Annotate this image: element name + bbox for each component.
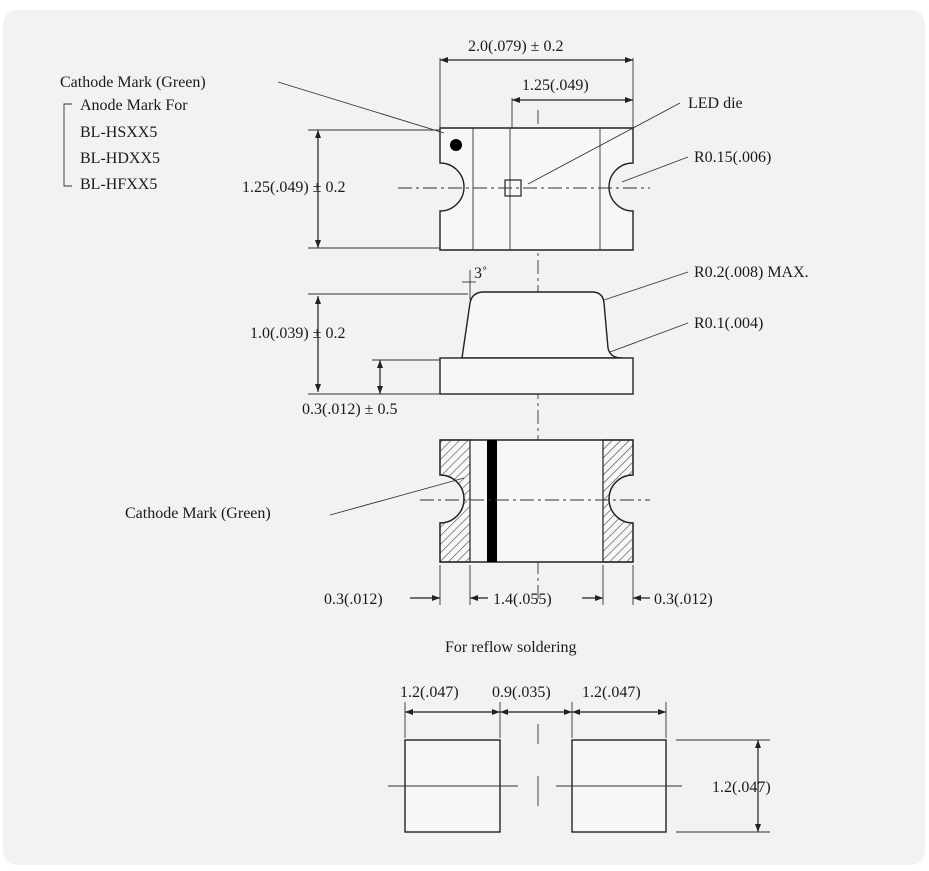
bottom-right-pad-dim: 0.3(.012) (654, 591, 713, 608)
reflow-gap: 0.9(.035) (492, 684, 551, 701)
side-base (439, 357, 634, 395)
anode-model-1: BL-HSXX5 (80, 124, 157, 141)
cathode-dot (450, 139, 462, 151)
cathode-mark-label-bottom: Cathode Mark (Green) (125, 505, 271, 522)
side-view: 3˚ 1.0(.039) ± 0.2 0.3(.012) ± 0.5 R0.2(… (250, 264, 809, 418)
reflow-title: For reflow soldering (445, 639, 577, 656)
side-base-dim: 0.3(.012) ± 0.5 (302, 401, 397, 418)
cathode-bar (487, 440, 497, 562)
reflow-footprint: For reflow soldering 1.2(.047) 0.9(.035)… (388, 639, 771, 833)
top-inner-width-dim: 1.25(.049) (522, 77, 589, 94)
top-height-dim: 1.25(.049) ± 0.2 (242, 179, 345, 196)
top-view: 2.0(.079) ± 0.2 1.25(.049) 1.25(.049) ± … (60, 38, 771, 251)
bottom-left-pad-dim: 0.3(.012) (324, 591, 383, 608)
bottom-center-dim: 1.4(.055) (493, 591, 552, 608)
led-die-square (504, 179, 522, 197)
side-height-dim: 1.0(.039) ± 0.2 (250, 325, 345, 342)
radius-015-label: R0.15(.006) (694, 149, 771, 166)
cathode-mark-label-top: Cathode Mark (Green) (60, 74, 206, 91)
bottom-left-pad (439, 439, 471, 563)
top-width-dim: 2.0(.079) ± 0.2 (468, 38, 563, 55)
reflow-pad-width-1: 1.2(.047) (400, 684, 459, 701)
reflow-pad-width-2: 1.2(.047) (582, 684, 641, 701)
anode-mark-title: Anode Mark For (80, 97, 188, 114)
radius-max-label: R0.2(.008) MAX. (694, 264, 809, 281)
radius-small-label: R0.1(.004) (694, 315, 763, 332)
anode-model-2: BL-HDXX5 (80, 150, 160, 167)
side-dome (461, 291, 623, 359)
anode-model-3: BL-HFXX5 (80, 176, 157, 193)
reflow-pad-height: 1.2(.047) (712, 779, 771, 796)
bottom-right-pad (602, 439, 634, 563)
top-body (439, 127, 634, 251)
led-die-label: LED die (688, 95, 743, 112)
angle-label: 3˚ (474, 265, 487, 282)
bottom-view: Cathode Mark (Green) 0.3(.012) 1.4(.055)… (125, 439, 713, 608)
